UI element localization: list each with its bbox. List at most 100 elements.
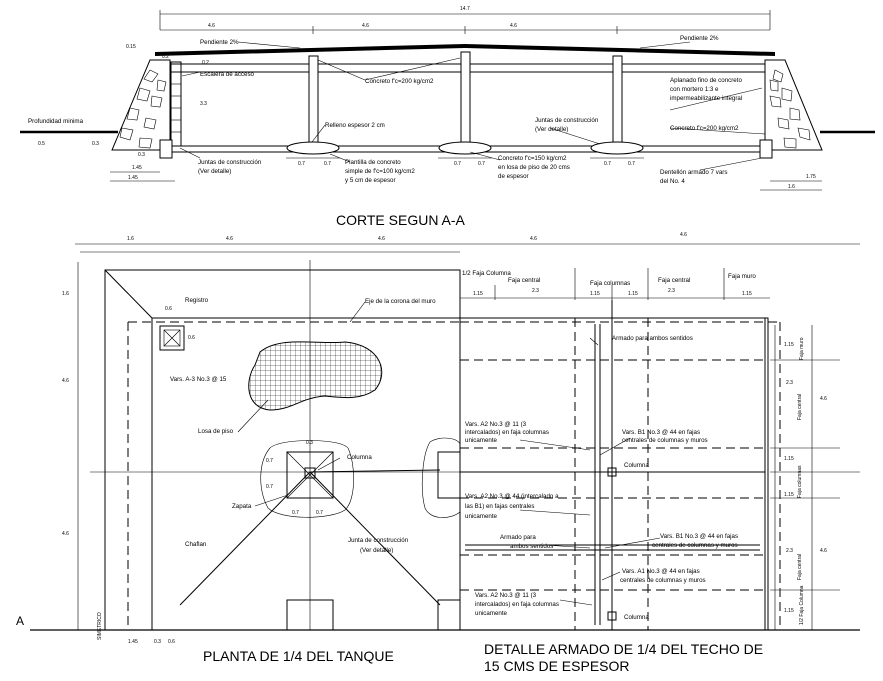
column-label: Columna xyxy=(347,454,372,461)
registro-dim-2: 0.6 xyxy=(188,335,195,341)
column-dim-4: 0.7 xyxy=(292,510,299,516)
axis-label: Eje de la corona del muro xyxy=(365,298,436,305)
key-right xyxy=(759,139,773,159)
b1-central-2-1: Vars. B1 No.3 @ 44 en fajas xyxy=(660,533,738,540)
dim-total: 14.7 xyxy=(460,6,470,12)
footing-3 xyxy=(590,141,644,155)
roof-slab xyxy=(155,44,775,56)
plaster-2: con mortero 1:3 e xyxy=(670,86,719,93)
strip-label-5: Faja muro xyxy=(728,273,756,280)
registro-dim-1: 0.6 xyxy=(165,306,172,312)
key-left xyxy=(159,139,173,159)
right-total-2: 4.6 xyxy=(820,548,827,554)
floor-slab-3: de espesor xyxy=(498,173,529,180)
dim-span-2: 4.6 xyxy=(362,23,369,29)
bars-label: Vars. A-3 No.3 @ 15 xyxy=(170,376,227,383)
right-total-1: 4.6 xyxy=(820,396,827,402)
slope-left-label: Pendiente 2% xyxy=(200,39,239,46)
footing-dim-4: 0.7 xyxy=(478,161,485,167)
detail-column-2 xyxy=(607,611,617,621)
plan-bottom-dim-3: 0.6 xyxy=(168,639,175,645)
a1-central-1: Vars. A1 No.3 @ 44 en fajas xyxy=(622,568,700,575)
detail-top-dim-1: 4.6 xyxy=(530,236,537,242)
detail-column-1 xyxy=(607,467,617,477)
depth-val-1: 0.5 xyxy=(38,141,45,147)
footing-dim-1: 0.7 xyxy=(298,161,305,167)
min-depth-label: Profundidad minima xyxy=(28,118,84,125)
b1-central-2: centrales de columnas y muros xyxy=(622,437,708,444)
detail-top-dim-2: 4.6 xyxy=(680,232,687,238)
section-column-3 xyxy=(612,55,623,147)
plan-left-dim-3: 4.6 xyxy=(62,531,69,537)
roof-dim-3: 0.2 xyxy=(162,54,169,60)
strip-label-2: Faja central xyxy=(508,277,540,284)
b1-central-2-2: centrales de columnas y muros xyxy=(652,542,738,549)
floor-mesh xyxy=(248,341,383,411)
ladder-label: Escalera de acceso xyxy=(200,71,255,78)
dim-span-1: 4.6 xyxy=(208,23,215,29)
slope-right-label: Pendiente 2% xyxy=(680,35,719,42)
right-label-4: Faja central xyxy=(797,554,803,580)
a2-central-1: Vars. A2 No.3 @ 44 (intercalado a xyxy=(465,493,559,500)
strip-dim-3: 1.15 xyxy=(590,291,600,297)
strip-label-4: Faja central xyxy=(658,277,690,284)
footing-2 xyxy=(438,141,492,155)
base-dim-2: 1.45 xyxy=(128,175,138,181)
rebar-1: Dentellón armado 7 vars xyxy=(660,169,727,176)
right-label-2: Faja central xyxy=(797,394,803,420)
joint-label-2: (Ver detalle) xyxy=(360,547,393,554)
right-label-1: Faja muro xyxy=(799,337,805,360)
wall-height: 3.3 xyxy=(200,101,207,107)
zapata-center xyxy=(260,440,354,518)
detail-frame xyxy=(459,317,769,631)
right-dim-5: 2.3 xyxy=(786,548,793,554)
plan-title: PLANTA DE 1/4 DEL TANQUE xyxy=(203,648,394,664)
plan-left-dim-1: 1.6 xyxy=(62,291,69,297)
plan-bottom-dim-1: 1.45 xyxy=(128,639,138,645)
plantilla-line-1: Plantilla de concreto xyxy=(345,159,401,166)
right-dim-1: 1.15 xyxy=(784,342,794,348)
joint-label-1: Junta de construcción xyxy=(348,537,409,544)
b1-central-1: Vars. B1 No.3 @ 44 en fajas xyxy=(622,429,700,436)
floor-slab-2: en losa de piso de 20 cms xyxy=(498,164,570,171)
joints-right-1: Juntas de construcción xyxy=(535,117,599,124)
rebar-2: del No. 4 xyxy=(660,178,685,185)
depth-val-3: 0.3 xyxy=(138,152,145,158)
access-ladder xyxy=(170,61,182,147)
strip-label-3: Faja columnas xyxy=(590,280,630,287)
roof-dim-2: 0.2 xyxy=(202,60,209,66)
strip-dim-5: 2.3 xyxy=(668,288,675,294)
strip-dim-2: 2.3 xyxy=(532,288,539,294)
depth-val-2: 0.3 xyxy=(92,141,99,147)
section-mark: A xyxy=(16,614,24,628)
detail-title-1: DETALLE ARMADO DE 1/4 DEL TECHO DE xyxy=(484,641,763,657)
zapata-label: Zapata xyxy=(232,503,252,510)
section-column-1 xyxy=(308,55,319,147)
chaflan-label: Chaflan xyxy=(185,541,207,548)
wall-right xyxy=(764,59,823,151)
strip-dim-1: 1.15 xyxy=(473,291,483,297)
a2-cols-2-3: unicamente xyxy=(475,610,508,617)
joints-left-1: Juntas de construcción xyxy=(198,159,262,166)
concrete-right-label: Concreto f'c=200 kg/cm2 xyxy=(670,125,739,132)
detail-view: 4.6 4.6 1/2 Faja Columna Faja central Fa… xyxy=(459,232,860,674)
zapata-right xyxy=(421,437,461,518)
plan-top-dim-3: 4.6 xyxy=(378,236,385,242)
strip-dim-4: 1.15 xyxy=(628,291,638,297)
section-title: CORTE SEGUN A-A xyxy=(336,212,466,228)
right-label-5: 1/2 Faja Columna xyxy=(799,585,805,625)
symmetric-label: SIMETRICO xyxy=(97,612,103,640)
column-dim-2: 0.7 xyxy=(266,458,273,464)
slab-label: Losa de piso xyxy=(198,428,234,435)
base-dim-1: 1.45 xyxy=(132,165,142,171)
plaster-1: Aplanado fino de concreto xyxy=(670,77,742,84)
plantilla-line-2: simple de f'c=100 kg/cm2 xyxy=(345,168,415,175)
section-column-2 xyxy=(460,51,471,147)
column-dim-5: 0.7 xyxy=(316,510,323,516)
footing-1 xyxy=(286,141,340,155)
a2-cols-2-1: Vars. A2 No.3 @ 11 (3 xyxy=(475,592,537,599)
a2-cols-3: unicamente xyxy=(465,437,498,444)
plan-view: 1.6 4.6 4.6 1.6 4.6 4.6 Registro 0.6 xyxy=(16,236,860,664)
column-dim-1: 0.3 xyxy=(306,440,313,446)
floor-slab-1: Concreto f'c=150 kg/cm2 xyxy=(498,155,567,162)
